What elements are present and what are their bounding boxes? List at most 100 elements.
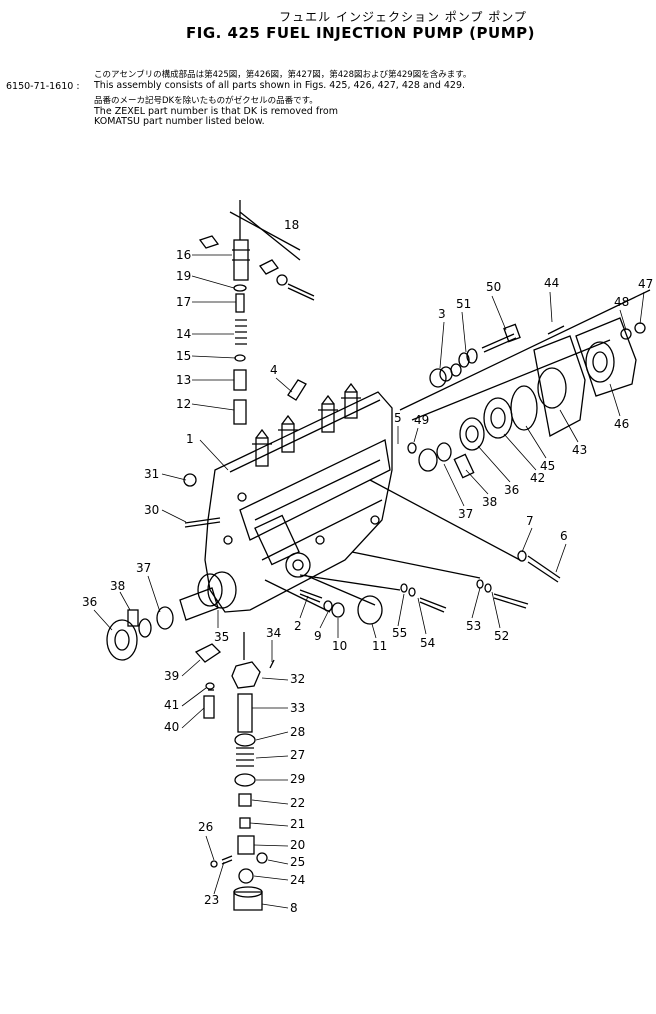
callout-22: 22	[290, 796, 305, 810]
o-ring-45	[510, 385, 538, 431]
bearing-42	[483, 397, 513, 439]
assembly-note: This assembly consists of all parts show…	[94, 80, 466, 91]
fitting-4	[287, 379, 307, 401]
pump-drawing	[106, 200, 651, 911]
bolt-54	[419, 597, 447, 613]
callout-10: 10	[332, 639, 347, 653]
callout-53: 53	[466, 619, 481, 633]
callout-33: 33	[290, 701, 305, 715]
callout-4: 4	[270, 363, 278, 377]
nut-31	[183, 473, 197, 487]
plunger-stack	[210, 632, 268, 911]
callout-27: 27	[290, 748, 305, 762]
callout-1: 1	[186, 432, 194, 446]
callout-20: 20	[290, 838, 305, 852]
key-left	[127, 609, 139, 627]
callout-36r: 36	[504, 483, 519, 497]
zexel-note-line-1: The ZEXEL part number is that DK is remo…	[94, 106, 338, 117]
callout-30: 30	[144, 503, 159, 517]
bolt-2	[299, 589, 323, 603]
delivery-valve-stack	[198, 200, 301, 425]
callout-28: 28	[290, 725, 305, 739]
callout-26: 26	[198, 820, 213, 834]
callout-14: 14	[176, 327, 191, 341]
callout-25: 25	[290, 855, 305, 869]
nut-10	[331, 602, 345, 618]
bolt-44	[547, 325, 565, 335]
callout-3: 3	[438, 307, 446, 321]
end-cover-43	[533, 335, 586, 437]
callout-21: 21	[290, 817, 305, 831]
bracket	[194, 643, 222, 663]
callout-9: 9	[314, 629, 322, 643]
callout-49: 49	[414, 413, 429, 427]
bolt-40	[203, 695, 215, 719]
callout-37: 37	[136, 561, 151, 575]
drive-flange	[207, 571, 237, 609]
callout-48: 48	[614, 295, 629, 309]
screw-34	[269, 659, 275, 669]
bolt-30	[184, 517, 221, 528]
callout-34: 34	[266, 626, 281, 640]
bearing-right	[459, 417, 485, 451]
callout-15: 15	[176, 349, 191, 363]
drive-shaft	[179, 587, 219, 621]
callout-18: 18	[284, 218, 299, 232]
callout-41: 41	[164, 698, 179, 712]
housing-side-cover	[239, 439, 391, 541]
callout-31: 31	[144, 467, 159, 481]
callout-54: 54	[420, 636, 435, 650]
figure-title: FIG. 425 FUEL INJECTION PUMP (PUMP)	[186, 24, 535, 42]
bolt-6	[527, 555, 561, 583]
pin-49	[407, 442, 417, 454]
callout-5: 5	[394, 411, 402, 425]
callout-8: 8	[290, 901, 298, 915]
callout-11: 11	[372, 639, 387, 653]
assembly-note-japanese: このアセンブリの構成部品は第425図，第426図，第427図，第428図および第…	[94, 70, 472, 80]
seal-left	[156, 606, 174, 630]
callout-40: 40	[164, 720, 179, 734]
callout-47: 47	[638, 277, 653, 291]
callout-52: 52	[494, 629, 509, 643]
callout-29: 29	[290, 772, 305, 786]
assembly-part-number: 6150-71-1610 :	[6, 81, 80, 92]
housing-bore	[285, 552, 311, 578]
callout-46: 46	[614, 417, 629, 431]
callout-12: 12	[176, 397, 191, 411]
callout-19: 19	[176, 269, 191, 283]
delivery-valve-holders	[252, 382, 361, 467]
callout-43: 43	[572, 443, 587, 457]
callout-50: 50	[486, 280, 501, 294]
bolt-52	[493, 593, 529, 609]
callout-32: 32	[290, 672, 305, 686]
callout-39: 39	[164, 669, 179, 683]
flange-46	[575, 317, 637, 397]
callout-55: 55	[392, 626, 407, 640]
right-upper-parts	[429, 323, 521, 388]
callout-51: 51	[456, 297, 471, 311]
zexel-note-line-2: KOMATSU part number listed below.	[94, 116, 265, 127]
bearing-left	[106, 619, 138, 661]
callout-37r: 37	[458, 507, 473, 521]
o-ring-11	[357, 595, 383, 625]
figure-title-japanese: フュエル インジェクション ポンプ ポンプ	[279, 10, 527, 24]
callout-23: 23	[204, 893, 219, 907]
callout-7: 7	[526, 514, 534, 528]
callout-leaders	[93, 254, 645, 909]
callout-38: 38	[110, 579, 125, 593]
callout-44: 44	[544, 276, 559, 290]
callout-17: 17	[176, 295, 191, 309]
pump-housing	[204, 391, 393, 613]
callout-16: 16	[176, 248, 191, 262]
callout-45: 45	[540, 459, 555, 473]
zexel-note-japanese: 品番のメーカ記号DKを除いたものがゼクセルの品番です。	[94, 96, 318, 106]
callout-36: 36	[82, 595, 97, 609]
seal-right	[418, 448, 438, 472]
callout-35: 35	[214, 630, 229, 644]
callout-42: 42	[530, 471, 545, 485]
callout-6: 6	[560, 529, 568, 543]
key-right	[453, 453, 475, 479]
callout-2: 2	[294, 619, 302, 633]
callout-13: 13	[176, 373, 191, 387]
